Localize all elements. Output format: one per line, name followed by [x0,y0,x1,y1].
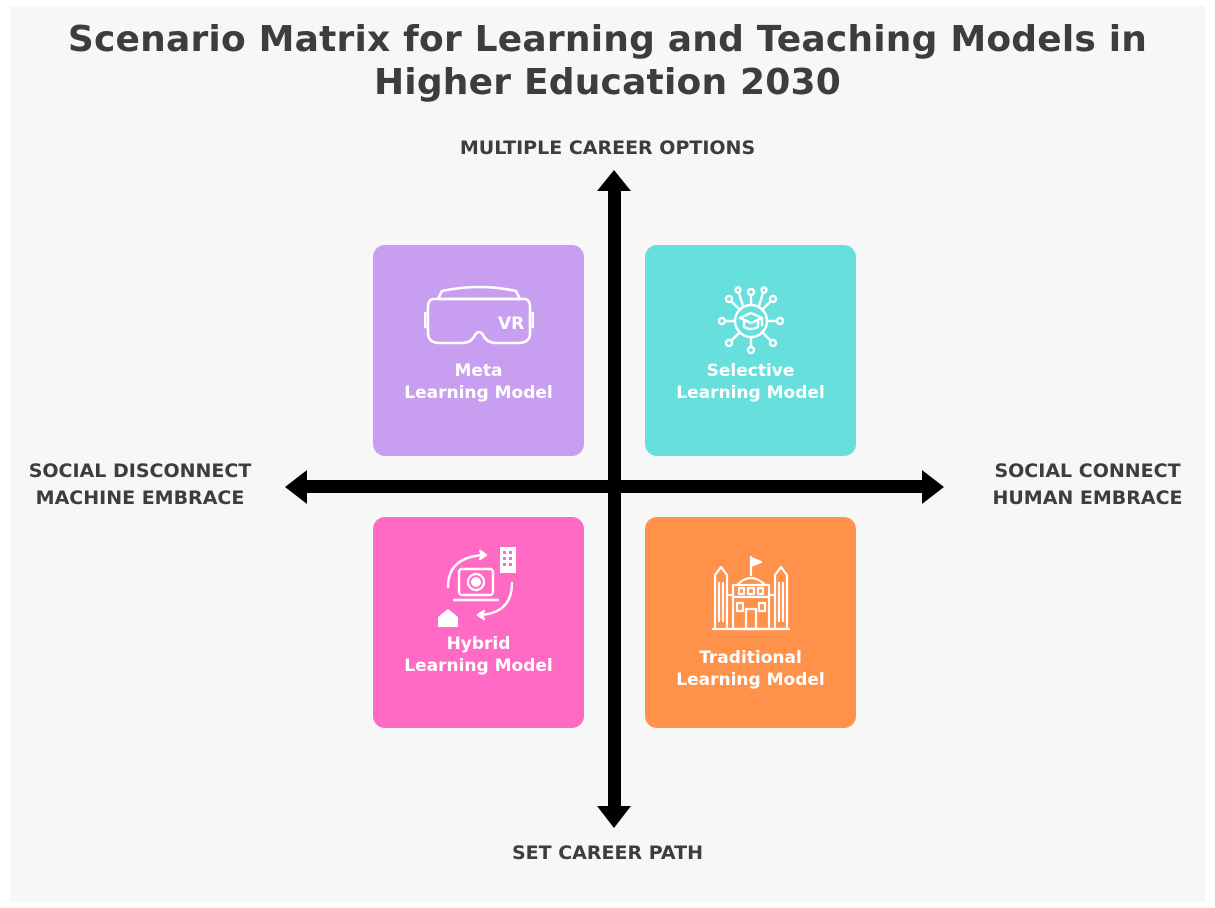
quadrant-selective-line-1: Selective [706,361,795,381]
quadrant-meta-line-1: Meta [454,361,503,381]
axis-bottom-label: SET CAREER PATH [0,840,1215,867]
quadrant-selective-line-2: Learning Model [676,383,825,403]
quadrant-hybrid-line-2: Learning Model [404,656,553,676]
school-building-icon [645,555,856,631]
vr-badge: VR [498,314,524,334]
quadrant-traditional-line-1: Traditional [699,648,802,668]
quadrant-selective-learning: Selective Learning Model [645,245,856,456]
axis-left-line-2: MACHINE EMBRACE [35,487,245,509]
network-graduation-cap-icon [645,285,856,357]
quadrant-traditional-label: Traditional Learning Model [645,647,856,691]
vr-headset-icon: VR [373,285,584,349]
axis-right-label: SOCIAL CONNECT HUMAN EMBRACE [975,458,1200,512]
arrow-left-icon [285,470,307,504]
axis-right-line-1: SOCIAL CONNECT [994,460,1181,482]
diagram-title: Scenario Matrix for Learning and Teachin… [0,18,1215,104]
quadrant-hybrid-label: Hybrid Learning Model [373,633,584,677]
arrow-up-icon [597,170,631,191]
remote-learning-icon [373,543,584,633]
title-line-2: Higher Education 2030 [373,62,842,103]
arrow-down-icon [597,806,631,828]
axis-bottom-text: SET CAREER PATH [512,842,703,864]
quadrant-meta-label: Meta Learning Model [373,360,584,404]
axis-top-label: MULTIPLE CAREER OPTIONS [0,135,1215,162]
axis-left-line-1: SOCIAL DISCONNECT [28,460,252,482]
horizontal-axis [285,470,944,504]
axis-right-line-2: HUMAN EMBRACE [992,487,1183,509]
quadrant-hybrid-line-1: Hybrid [446,634,511,654]
quadrant-traditional-learning: Traditional Learning Model [645,517,856,728]
axis-top-text: MULTIPLE CAREER OPTIONS [459,137,756,159]
quadrant-meta-learning: VR Meta Learning Model [373,245,584,456]
diagram-panel [10,6,1205,902]
axis-left-label: SOCIAL DISCONNECT MACHINE EMBRACE [20,458,260,512]
arrow-right-icon [922,470,944,504]
title-line-1: Scenario Matrix for Learning and Teachin… [67,19,1148,60]
quadrant-traditional-line-2: Learning Model [676,670,825,690]
quadrant-selective-label: Selective Learning Model [645,360,856,404]
vertical-axis [597,170,631,828]
quadrant-meta-line-2: Learning Model [404,383,553,403]
quadrant-hybrid-learning: Hybrid Learning Model [373,517,584,728]
